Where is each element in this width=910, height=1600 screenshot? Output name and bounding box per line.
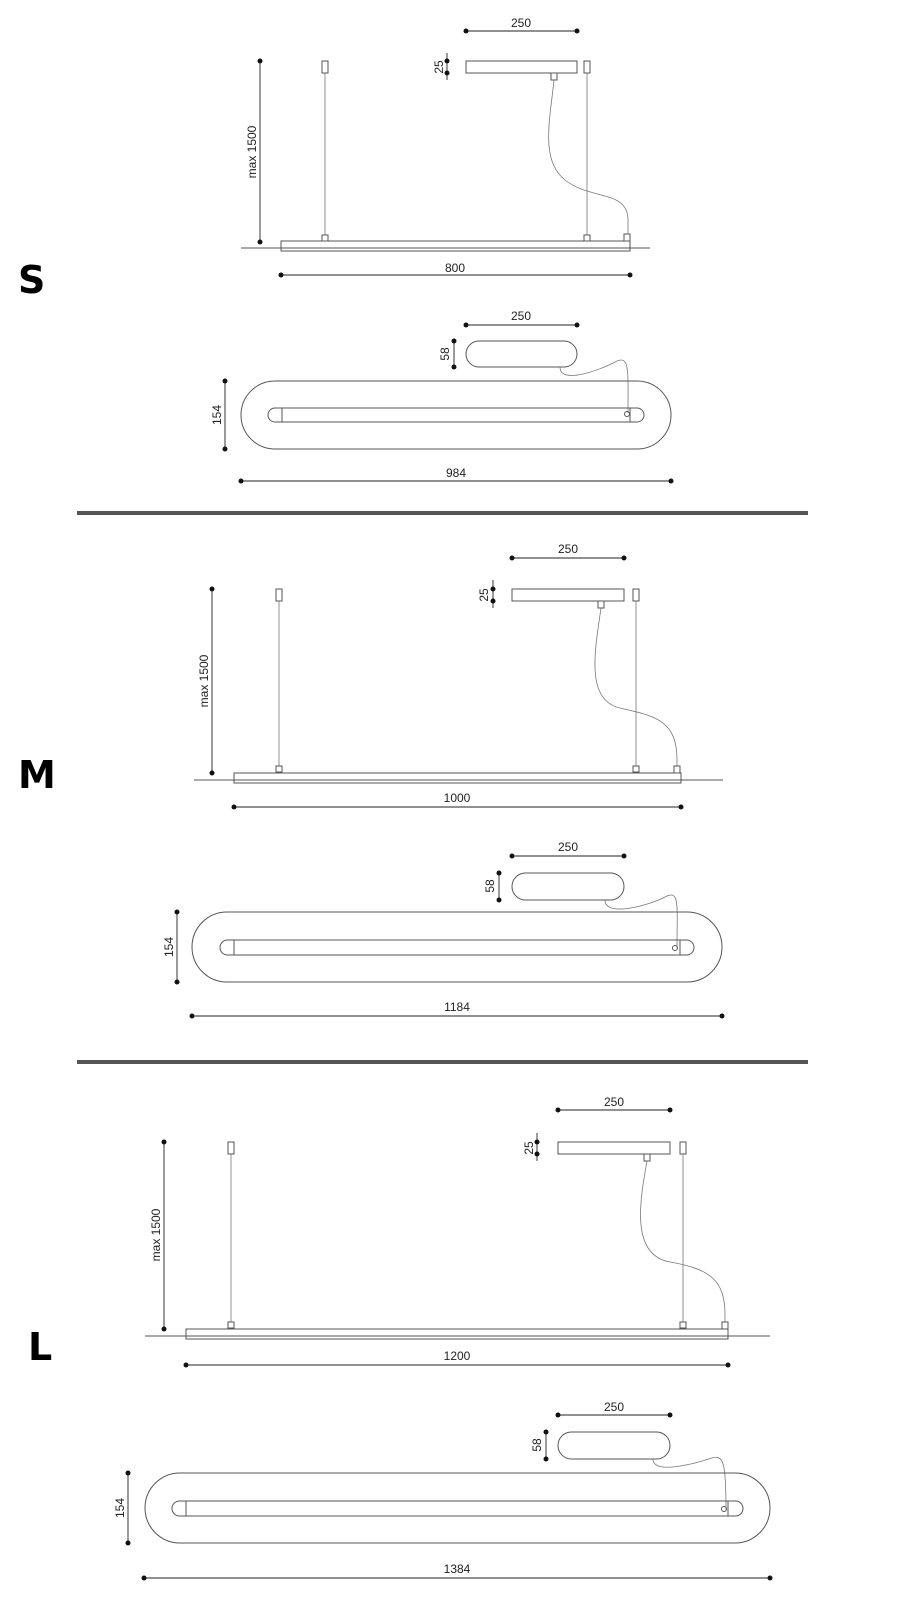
canopy-m bbox=[511, 588, 625, 602]
drop-height-s: max 1500 bbox=[245, 125, 259, 178]
top-canopy-m bbox=[511, 872, 625, 901]
top-canopy-height-m: 58 bbox=[483, 879, 497, 893]
canopy-width-m: 250 bbox=[558, 542, 578, 556]
section-s: S 250 25 max 1500 bbox=[18, 16, 674, 484]
canopy-height-s: 25 bbox=[432, 60, 446, 74]
top-canopy-height-s: 58 bbox=[438, 347, 452, 361]
canopy-height-l: 25 bbox=[522, 1141, 536, 1155]
side-view-m: 250 25 max 1500 1000 bbox=[194, 542, 723, 810]
top-length-m: 1184 bbox=[444, 1000, 470, 1014]
section-m: M 250 25 max 1500 1000 bbox=[18, 542, 725, 1019]
canopy-s bbox=[465, 60, 578, 74]
section-l: L 250 25 max 1500 1200 bbox=[28, 1095, 773, 1581]
top-canopy-width-m: 250 bbox=[558, 840, 578, 854]
canopy-width-s: 250 bbox=[511, 16, 531, 30]
fixture-body-s bbox=[280, 240, 631, 252]
size-label-s: S bbox=[18, 258, 45, 302]
top-canopy-width-s: 250 bbox=[511, 309, 531, 323]
length-m: 1000 bbox=[444, 791, 471, 805]
drop-height-m: max 1500 bbox=[197, 654, 211, 707]
top-fixture-l bbox=[144, 1472, 771, 1544]
canopy-height-m: 25 bbox=[477, 588, 491, 602]
size-label-m: M bbox=[18, 753, 56, 797]
top-length-s: 984 bbox=[446, 466, 466, 480]
length-l: 1200 bbox=[444, 1349, 471, 1363]
top-width-s: 154 bbox=[210, 405, 224, 425]
top-canopy-width-l: 250 bbox=[604, 1400, 624, 1414]
top-view-m: 250 58 154 1184 bbox=[162, 840, 725, 1019]
canopy-width-l: 250 bbox=[604, 1095, 624, 1109]
top-view-s: 250 58 154 984 bbox=[210, 309, 674, 484]
side-view-s: 250 25 max 1500 800 bbox=[241, 16, 650, 278]
top-width-l: 154 bbox=[113, 1498, 127, 1518]
top-length-l: 1384 bbox=[444, 1562, 471, 1576]
canopy-l bbox=[557, 1141, 671, 1155]
top-canopy-l bbox=[557, 1431, 671, 1460]
top-canopy-height-l: 58 bbox=[530, 1438, 544, 1452]
top-fixture-s bbox=[240, 380, 672, 450]
fixture-body-m bbox=[233, 772, 682, 784]
length-s: 800 bbox=[445, 261, 465, 275]
drop-height-l: max 1500 bbox=[149, 1208, 163, 1261]
top-fixture-m bbox=[191, 911, 723, 983]
fixture-body-l bbox=[185, 1328, 729, 1340]
top-view-l: 250 58 154 1384 bbox=[113, 1400, 773, 1581]
side-view-l: 250 25 max 1500 1200 bbox=[145, 1095, 770, 1368]
size-label-l: L bbox=[28, 1325, 52, 1369]
top-canopy-s bbox=[465, 340, 578, 368]
top-width-m: 154 bbox=[162, 937, 176, 957]
